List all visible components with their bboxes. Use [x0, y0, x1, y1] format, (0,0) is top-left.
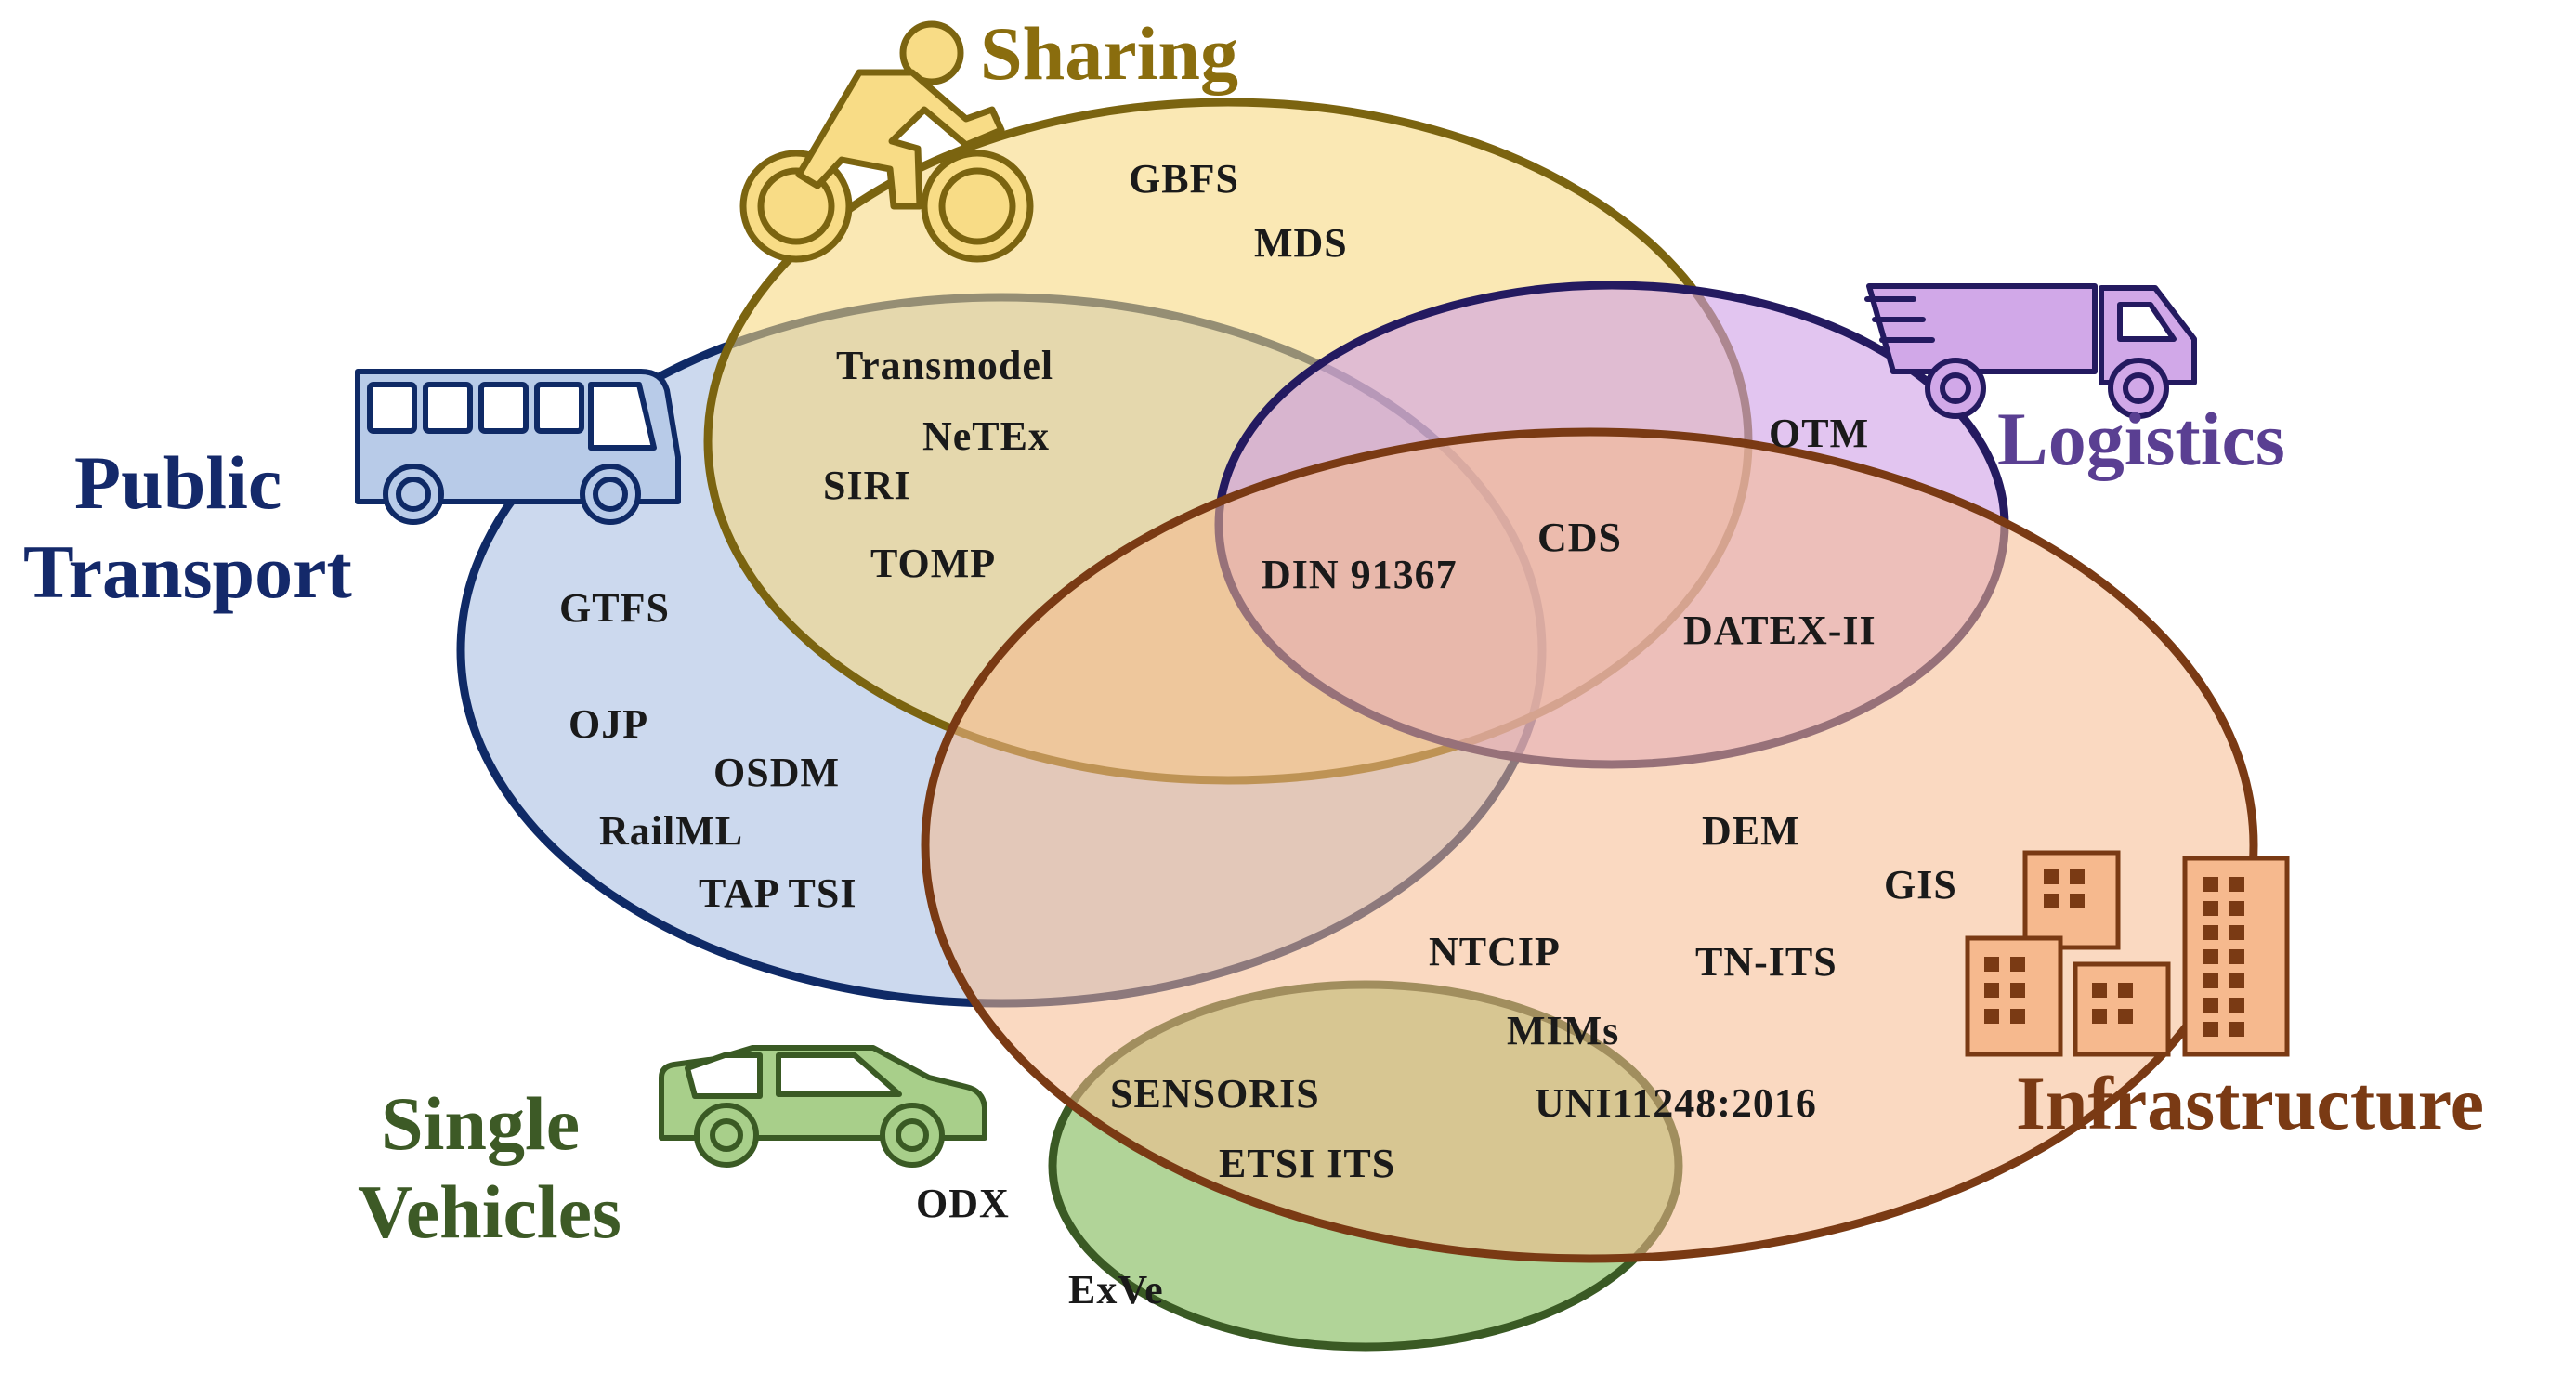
standard-netex: NeTEx: [922, 413, 1050, 459]
standard-mims: MIMs: [1507, 1008, 1619, 1053]
standard-datex-ii: DATEX-II: [1683, 608, 1876, 653]
truck-icon: [1864, 283, 2197, 419]
infrastructure-ellipse: [921, 427, 2258, 1263]
standard-ojp: OJP: [569, 701, 648, 747]
standard-otm: OTM: [1769, 411, 1869, 456]
standard-din-91367: DIN 91367: [1262, 552, 1458, 597]
standard-uni11248-2016: UNI11248:2016: [1535, 1080, 1817, 1126]
single-vehicles-label-line1: Single: [381, 1081, 580, 1166]
infrastructure-label: Infrastructure: [2016, 1061, 2484, 1145]
standard-exve: ExVe: [1068, 1267, 1164, 1313]
standard-railml: RailML: [599, 808, 743, 854]
standard-cds: CDS: [1537, 515, 1622, 560]
bicycle-icon: [739, 20, 1034, 263]
standard-tomp: TOMP: [870, 541, 996, 586]
standard-siri: SIRI: [823, 463, 911, 508]
car-icon: [659, 1045, 987, 1168]
standard-sensoris: SENSORIS: [1110, 1071, 1320, 1117]
public-transport-label-line2: Transport: [23, 529, 352, 614]
public-transport-label-line1: Public: [74, 440, 281, 525]
sharing-label: Sharing: [980, 11, 1238, 96]
standard-gbfs: GBFS: [1129, 156, 1239, 202]
standard-dem: DEM: [1702, 808, 1800, 854]
standard-ntcip: NTCIP: [1429, 929, 1561, 974]
standard-tn-its: TN-ITS: [1695, 939, 1837, 985]
standard-tap-tsi: TAP TSI: [699, 870, 856, 916]
standard-gis: GIS: [1884, 862, 1957, 908]
buildings-icon: [1965, 850, 2290, 1057]
standard-mds: MDS: [1254, 220, 1348, 266]
standard-odx: ODX: [916, 1181, 1010, 1226]
standard-osdm: OSDM: [713, 750, 840, 795]
single-vehicles-label-line2: Vehicles: [358, 1169, 621, 1254]
logistics-label: Logistics: [1997, 397, 2285, 481]
standard-etsi-its: ETSI ITS: [1219, 1141, 1395, 1186]
bus-icon: [355, 369, 681, 525]
standard-transmodel: Transmodel: [836, 343, 1053, 388]
standard-gtfs: GTFS: [559, 585, 670, 631]
